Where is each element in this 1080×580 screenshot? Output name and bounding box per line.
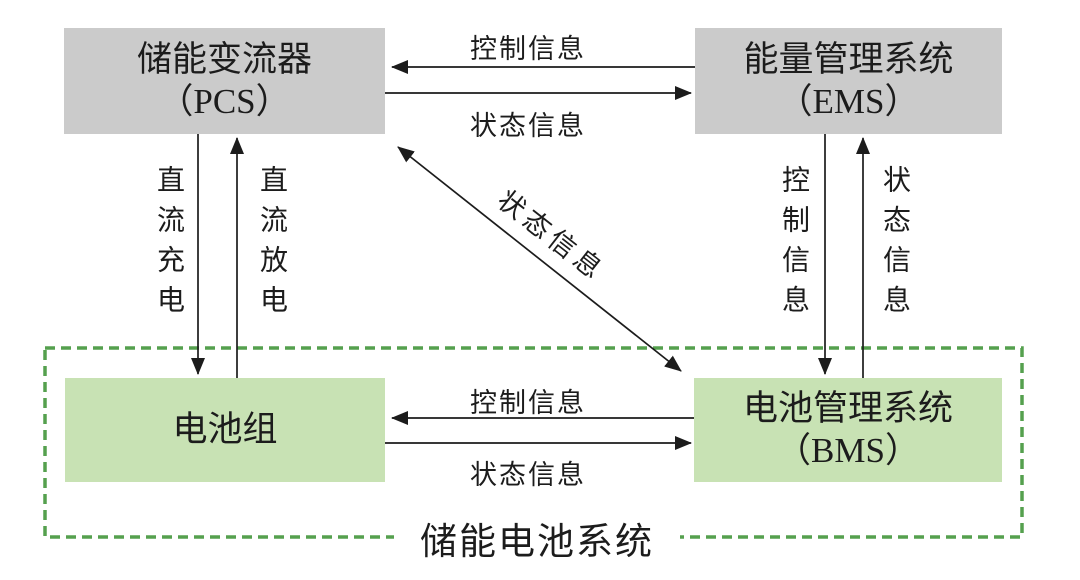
label-ems-to-bms-control: 控制信息 [778, 165, 809, 325]
node-ems-name: 能量管理系统 [743, 40, 954, 79]
node-bms-abbr: （BMS） [776, 431, 920, 470]
label-bms-to-ems-status: 状态信息 [879, 165, 910, 325]
label-battery-to-bms-status: 状态信息 [470, 460, 586, 490]
node-pcs-name: 储能变流器 [136, 40, 312, 79]
node-bms: 电池管理系统 （BMS） [694, 378, 1002, 482]
node-bms-name: 电池管理系统 [742, 389, 953, 428]
label-bms-to-battery-control: 控制信息 [470, 388, 586, 418]
label-ems-to-pcs-control: 控制信息 [470, 34, 586, 64]
node-ems-abbr: （EMS） [777, 82, 920, 121]
node-battery-name: 电池组 [172, 410, 278, 449]
battery-system-group-label: 储能电池系统 [394, 511, 680, 565]
edge-bms-to-pcs-status [397, 146, 682, 372]
node-pcs-abbr: （PCS） [158, 82, 291, 121]
node-ems: 能量管理系统 （EMS） [695, 28, 1002, 134]
node-battery: 电池组 [65, 378, 385, 482]
node-pcs: 储能变流器 （PCS） [64, 28, 385, 134]
label-pcs-to-ems-status: 状态信息 [470, 111, 586, 141]
label-dc-discharge: 直流放电 [256, 165, 287, 325]
label-dc-charge: 直流充电 [153, 165, 184, 325]
